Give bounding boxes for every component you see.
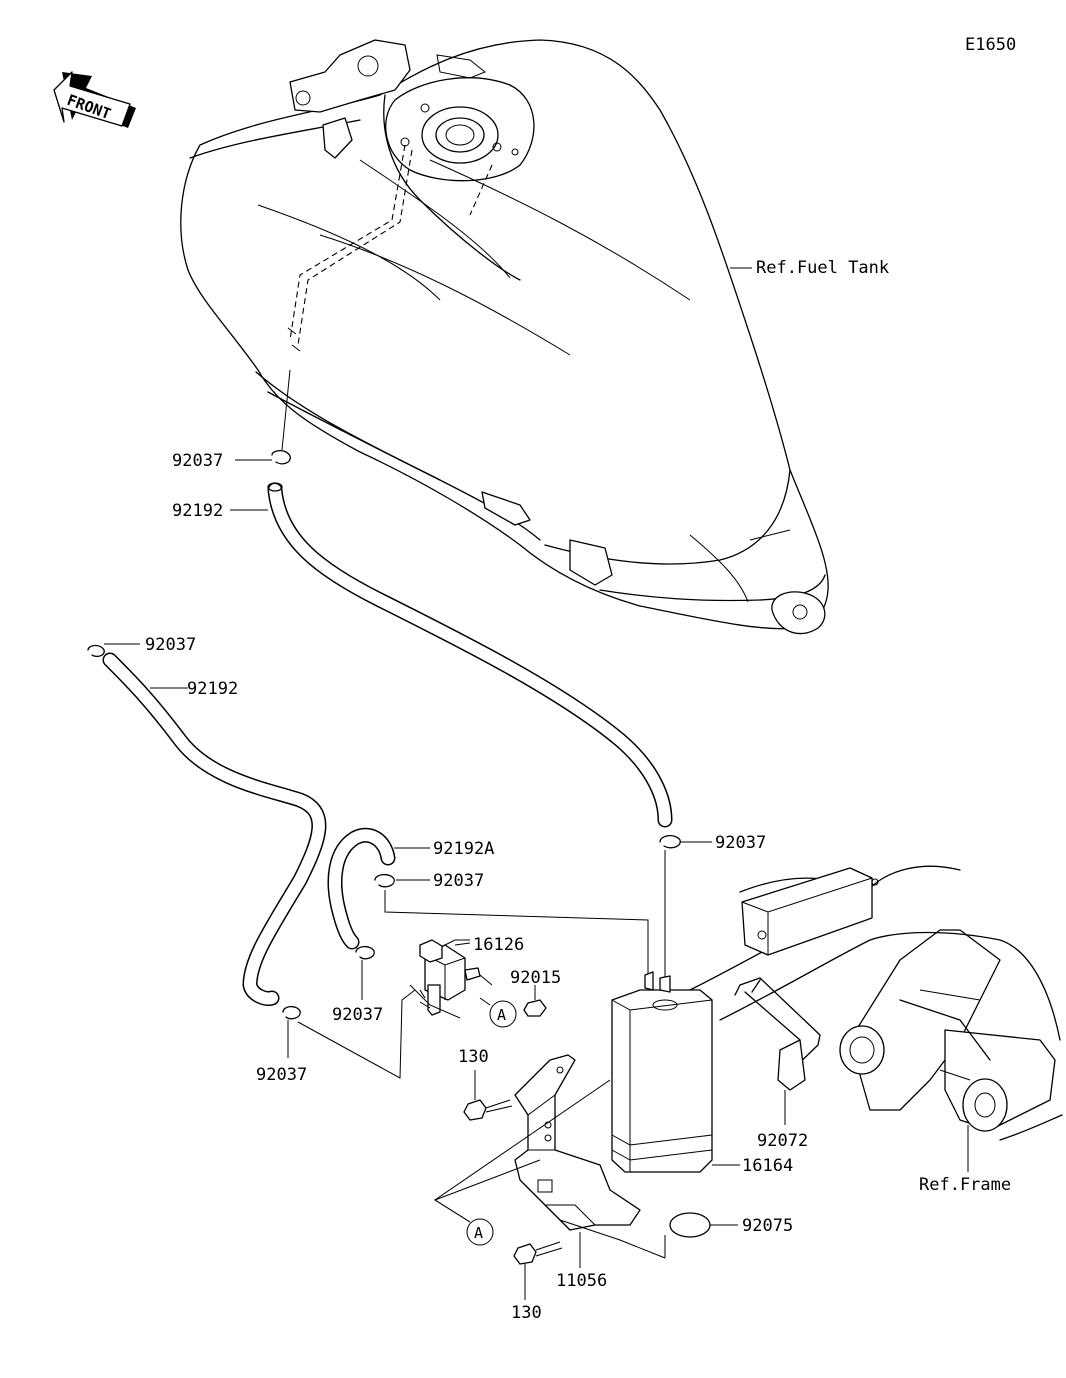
label-clamp-canister: 92037 [715, 833, 766, 853]
frame [689, 865, 1063, 1172]
clamp-92037-valve [355, 945, 375, 1000]
label-bolt-lower: 130 [511, 1303, 542, 1323]
label-nut: 92015 [510, 968, 561, 988]
label-hose-short: 92192A [433, 839, 494, 859]
clamp-92037-lower-left [282, 989, 416, 1079]
label-clamp-lower-left: 92037 [256, 1065, 307, 1085]
fuel-tank [180, 39, 829, 635]
hose-92192a [327, 827, 430, 950]
nut-92015 [523, 985, 547, 1017]
svg-text:A: A [474, 1224, 483, 1242]
clamp-92037-canister [659, 835, 712, 985]
hose-92192-main [230, 482, 673, 828]
label-hose-left: 92192 [187, 679, 238, 699]
bolt-130-upper [463, 1070, 513, 1121]
label-clamp-mid: 92037 [433, 871, 484, 891]
svg-text:A: A [497, 1006, 506, 1024]
label-clamp-top: 92037 [172, 451, 223, 471]
valve-16126 [409, 939, 493, 1019]
label-valve: 16126 [473, 935, 524, 955]
label-hose-main: 92192 [172, 501, 223, 521]
label-band: 92072 [757, 1131, 808, 1151]
ref-a-upper: A [479, 997, 517, 1028]
hose-92192-left [87, 643, 327, 1006]
label-bracket: 11056 [556, 1271, 607, 1291]
label-ref-fuel-tank: Ref.Fuel Tank [756, 258, 889, 278]
label-clamp-valve: 92037 [332, 1005, 383, 1025]
ref-a-lower: A [433, 1079, 611, 1246]
label-clamp-left: 92037 [145, 635, 196, 655]
clamp-92037-mid [374, 873, 649, 985]
bracket-11056 [514, 1054, 666, 1268]
cap-92075 [664, 1212, 738, 1258]
front-arrow-icon: FRONT [53, 71, 136, 128]
label-bolt-upper: 130 [458, 1047, 489, 1067]
bolt-130-lower [513, 1241, 563, 1300]
label-ref-frame: Ref.Frame [919, 1175, 1011, 1195]
clamp-92037-top [235, 449, 291, 465]
band-92072 [734, 977, 821, 1125]
label-cap: 92075 [742, 1216, 793, 1236]
diagram-code: E1650 [965, 35, 1016, 55]
label-canister: 16164 [742, 1156, 793, 1176]
canister-16164 [611, 971, 740, 1173]
